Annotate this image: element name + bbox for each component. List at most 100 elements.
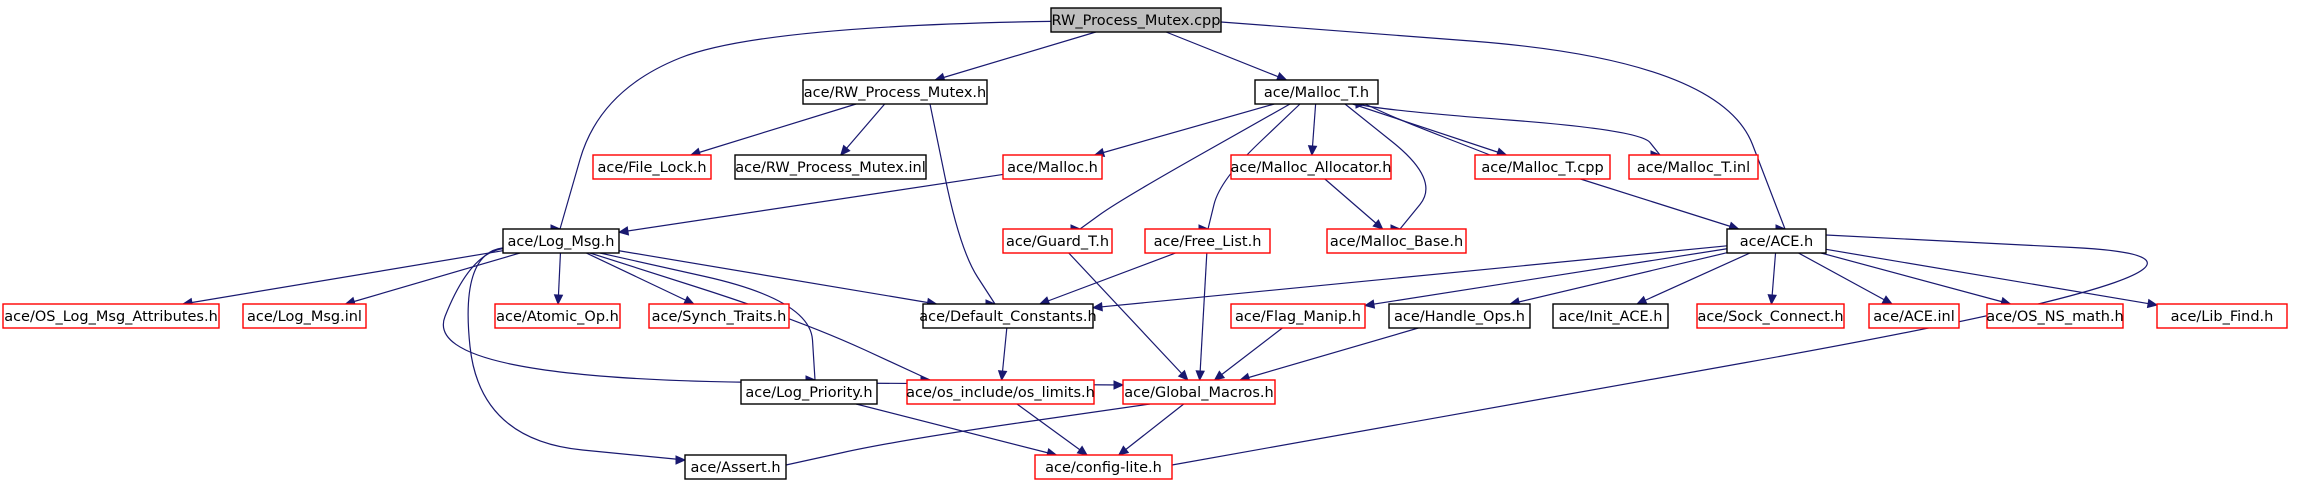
node-synch_traits[interactable]: ace/Synch_Traits.h <box>648 303 790 329</box>
edge-ace_h-to-default_const <box>1092 245 1728 309</box>
node-ace_h[interactable]: ace/ACE.h <box>1726 228 1827 254</box>
node-box <box>1122 379 1276 405</box>
arrowhead-root-to-malloc_t_h <box>1275 72 1288 81</box>
node-handle_ops[interactable]: ace/Handle_Ops.h <box>1388 303 1531 329</box>
edge-ace_h-to-handle_ops <box>1510 252 1728 305</box>
node-guard_t[interactable]: ace/Guard_T.h <box>1002 228 1113 254</box>
node-box <box>740 379 878 405</box>
node-box <box>1726 228 1827 254</box>
node-os_log_attr[interactable]: ace/OS_Log_Msg_Attributes.h <box>2 303 220 329</box>
arrowhead-malloc_alloc-to-malloc_base <box>1372 219 1384 230</box>
node-free_list[interactable]: ace/Free_List.h <box>1144 228 1271 254</box>
node-box <box>906 379 1095 405</box>
edge-root-to-malloc_t_h <box>1165 31 1287 81</box>
node-init_ace[interactable]: ace/Init_ACE.h <box>1552 303 1669 329</box>
node-config_lite[interactable]: ace/config-lite.h <box>1034 454 1173 480</box>
node-global_macros[interactable]: ace/Global_Macros.h <box>1122 379 1276 405</box>
node-malloc_t_inl[interactable]: ace/Malloc_T.inl <box>1628 154 1759 180</box>
node-label: ace/Log_Priority.h <box>745 385 872 401</box>
node-log_priority[interactable]: ace/Log_Priority.h <box>740 379 878 405</box>
node-malloc_h[interactable]: ace/Malloc.h <box>1002 154 1103 180</box>
node-box <box>1868 303 1960 329</box>
edge-log_msg-to-log_priority <box>599 252 816 381</box>
node-label: ace/ACE.inl <box>1873 309 1954 325</box>
node-atomic_op[interactable]: ace/Atomic_Op.h <box>494 303 621 329</box>
node-label: ace/Init_ACE.h <box>1559 309 1663 325</box>
arrowhead-log_msg-to-atomic_op <box>553 294 564 306</box>
node-label: ace/OS_NS_math.h <box>1986 309 2124 325</box>
node-malloc_alloc[interactable]: ace/Malloc_Allocator.h <box>1230 154 1392 180</box>
node-box <box>1230 303 1366 329</box>
arrowhead-default_const-to-os_limits <box>997 370 1008 382</box>
arrowhead-ace_h-to-lib_find <box>2146 298 2159 309</box>
node-box <box>648 303 790 329</box>
node-label: ace/RW_Process_Mutex.inl <box>735 160 925 176</box>
edge-ace_h-to-init_ace <box>1636 252 1751 305</box>
edge-rwpm_h-to-rwpm_inl <box>840 103 886 156</box>
node-malloc_t_cpp[interactable]: ace/Malloc_T.cpp <box>1474 154 1611 180</box>
arrowhead-global_macros-to-config_lite <box>1117 445 1130 456</box>
arrowhead-rwpm_h-to-rwpm_inl <box>840 144 851 156</box>
edge-log_msg-to-os_log_attr <box>182 250 504 305</box>
arrowhead-ace_h-to-default_const <box>1091 302 1103 312</box>
node-malloc_base[interactable]: ace/Malloc_Base.h <box>1326 228 1467 254</box>
node-box <box>1050 7 1222 33</box>
node-ace_inl[interactable]: ace/ACE.inl <box>1868 303 1960 329</box>
node-box <box>922 303 1094 329</box>
edge-malloc_t_cpp-to-ace_h <box>1580 178 1739 230</box>
node-label: ace/os_include/os_limits.h <box>906 385 1095 401</box>
node-box <box>1326 228 1467 254</box>
edge-global_macros-to-assert_h <box>785 403 1151 466</box>
edge-ace_h-to-os_ns_math <box>1820 252 2011 305</box>
node-label: ace/Log_Msg.h <box>508 234 615 250</box>
node-label: ace/Malloc_Base.h <box>1330 234 1463 250</box>
node-label: ace/Free_List.h <box>1154 234 1262 250</box>
edge-root-to-ace_h <box>1220 21 1786 230</box>
node-lib_find[interactable]: ace/Lib_Find.h <box>2156 303 2288 329</box>
node-rwpm_inl[interactable]: ace/RW_Process_Mutex.inl <box>734 154 927 180</box>
node-sock_connect[interactable]: ace/Sock_Connect.h <box>1696 303 1845 329</box>
node-box <box>1388 303 1531 329</box>
edge-malloc_t_h-to-malloc_base <box>1344 103 1427 230</box>
edge-log_priority-to-config_lite <box>855 403 1057 456</box>
arrowhead-log_msg-to-global_macros <box>1113 380 1125 390</box>
edge-os_limits-to-config_lite <box>1016 403 1088 456</box>
node-label: ace/Default_Constants.h <box>919 309 1096 325</box>
node-file_lock[interactable]: ace/File_Lock.h <box>592 154 712 180</box>
arrowhead-ace_h-to-flag_manip <box>1363 299 1376 309</box>
nodes-layer: RW_Process_Mutex.cppace/RW_Process_Mutex… <box>2 7 2288 480</box>
arrowhead-free_list-to-global_macros <box>1195 370 1205 382</box>
node-os_ns_math[interactable]: ace/OS_NS_math.h <box>1986 303 2124 329</box>
node-label: ace/Global_Macros.h <box>1124 385 1273 401</box>
node-label: ace/OS_Log_Msg_Attributes.h <box>4 309 218 325</box>
node-box <box>1034 454 1173 480</box>
node-label: ace/Malloc_T.inl <box>1637 160 1750 176</box>
node-box <box>734 154 927 180</box>
edge-guard_t-to-global_macros <box>1068 252 1189 381</box>
node-flag_manip[interactable]: ace/Flag_Manip.h <box>1230 303 1366 329</box>
node-box <box>494 303 621 329</box>
node-default_const[interactable]: ace/Default_Constants.h <box>919 303 1097 329</box>
node-log_msg[interactable]: ace/Log_Msg.h <box>502 228 620 254</box>
node-label: ace/Sock_Connect.h <box>1697 309 1843 325</box>
node-box <box>684 454 787 480</box>
edge-malloc_t_h-to-guard_t <box>1079 103 1291 230</box>
node-box <box>802 79 988 105</box>
node-box <box>242 303 367 329</box>
node-label: ace/Malloc_T.cpp <box>1481 160 1603 176</box>
node-rwpm_h[interactable]: ace/RW_Process_Mutex.h <box>802 79 988 105</box>
node-label: ace/Assert.h <box>690 460 780 476</box>
node-os_limits[interactable]: ace/os_include/os_limits.h <box>906 379 1095 405</box>
node-malloc_t_h[interactable]: ace/Malloc_T.h <box>1254 79 1379 105</box>
edge-ace_h-to-ace_inl <box>1798 252 1893 305</box>
node-box <box>592 154 712 180</box>
edge-ace_h-to-config_lite <box>1171 234 2148 466</box>
edge-rwpm_h-to-default_const <box>929 103 996 305</box>
node-label: ace/Atomic_Op.h <box>496 309 619 325</box>
node-box <box>1552 303 1669 329</box>
node-assert_h[interactable]: ace/Assert.h <box>684 454 787 480</box>
node-log_msg_inl[interactable]: ace/Log_Msg.inl <box>242 303 367 329</box>
edge-ace_h-to-flag_manip <box>1364 248 1728 307</box>
node-box <box>1144 228 1271 254</box>
arrowhead-ace_h-to-init_ace <box>1635 295 1648 305</box>
